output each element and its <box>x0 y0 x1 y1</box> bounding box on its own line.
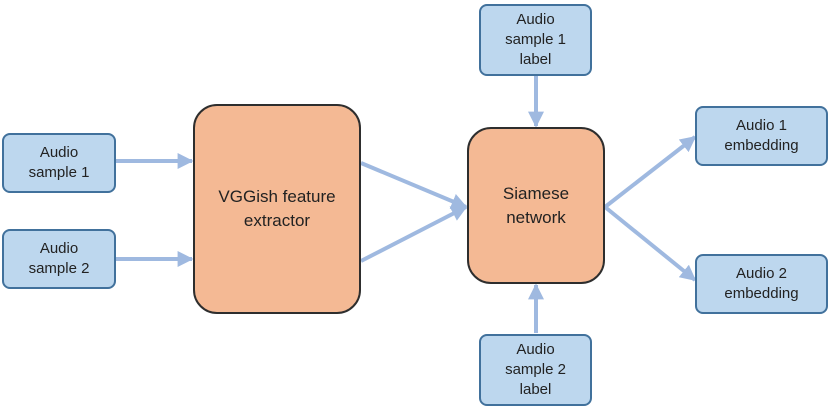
audio-sample-1-label-text: Audio sample 1 label <box>505 11 566 68</box>
audio-2-embedding-text: Audio 2 embedding <box>724 265 799 302</box>
arrow-vggish-to-siamese-bottom <box>360 205 468 263</box>
arrow-vggish-to-siamese-top <box>360 161 468 209</box>
vggish-feature-extractor-text: VGGish feature extractor <box>218 187 336 230</box>
audio-sample-1-box: Audio sample 1 <box>2 133 116 193</box>
audio-1-embedding-box: Audio 1 embedding <box>695 106 828 166</box>
vggish-feature-extractor-box: VGGish feature extractor <box>193 104 361 314</box>
audio-sample-2-label-text: Audio sample 2 label <box>505 341 566 398</box>
siamese-network-text: Siamese network <box>502 183 570 227</box>
arrow-siamese-to-embedding1 <box>603 135 697 209</box>
audio-1-embedding-text: Audio 1 embedding <box>724 117 799 154</box>
audio-sample-2-label-box: Audio sample 2 label <box>479 334 592 406</box>
arrow-siamese-to-embedding2 <box>603 205 697 282</box>
audio-sample-2-text: Audio sample 2 <box>28 240 90 277</box>
siamese-network-box: Siamese network <box>467 127 605 284</box>
audio-2-embedding-box: Audio 2 embedding <box>695 254 828 314</box>
audio-sample-1-text: Audio sample 1 <box>28 144 90 181</box>
audio-sample-1-label-box: Audio sample 1 label <box>479 4 592 76</box>
audio-sample-2-box: Audio sample 2 <box>2 229 116 289</box>
